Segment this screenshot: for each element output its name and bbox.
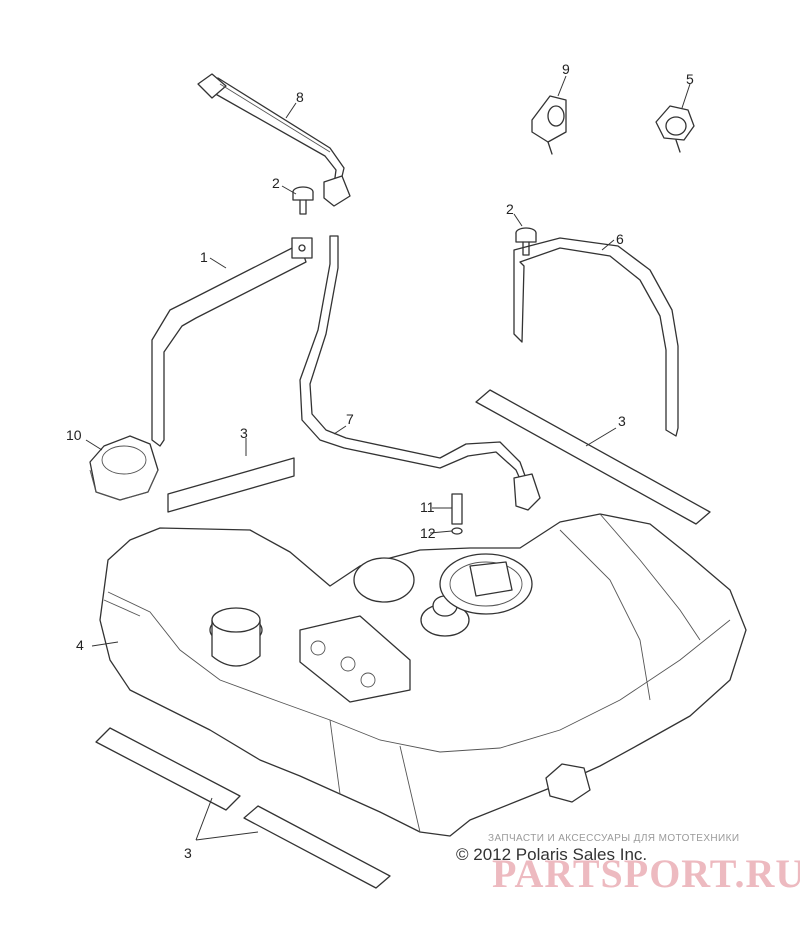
callout-5: 5 bbox=[686, 71, 694, 87]
watermark-logo: PARTSPORT.RU bbox=[492, 851, 800, 896]
callout-12: 12 bbox=[420, 525, 436, 541]
part-3-pad-lower-left bbox=[95, 727, 241, 811]
callout-10: 10 bbox=[66, 427, 82, 443]
part-6-strap bbox=[513, 237, 679, 437]
part-2-bolt-upper bbox=[292, 186, 314, 215]
part-3-pad-upper-left bbox=[167, 457, 295, 513]
callout-2-upper: 2 bbox=[272, 175, 280, 191]
watermark-caption: ЗАПЧАСТИ И АКСЕССУАРЫ ДЛЯ МОТОТЕХНИКИ bbox=[488, 833, 740, 844]
callout-4: 4 bbox=[76, 637, 84, 653]
callout-3-right: 3 bbox=[618, 413, 626, 429]
part-10-fuel-cap bbox=[89, 435, 159, 501]
part-5-clamp bbox=[655, 105, 695, 153]
part-1-strap bbox=[151, 237, 313, 447]
part-2-bolt-right bbox=[515, 227, 537, 256]
callout-8: 8 bbox=[296, 89, 304, 105]
callout-3-upper-left: 3 bbox=[240, 425, 248, 441]
part-12-oring bbox=[451, 527, 463, 535]
part-8-vent-hose bbox=[197, 73, 351, 207]
part-3-pad-right bbox=[475, 389, 711, 525]
part-9-clamp bbox=[531, 95, 567, 155]
callout-9: 9 bbox=[562, 61, 570, 77]
part-3-pad-lower-center bbox=[243, 805, 391, 889]
part-4-fuel-tank bbox=[99, 513, 747, 837]
part-11-tube bbox=[451, 493, 463, 525]
callout-11: 11 bbox=[420, 499, 435, 515]
leader-lines bbox=[85, 75, 691, 841]
callout-7: 7 bbox=[346, 411, 354, 427]
callout-labels: 1 2 2 3 3 3 4 5 6 7 8 9 10 11 12 bbox=[66, 61, 694, 861]
copyright-text: © 2012 Polaris Sales Inc. bbox=[456, 845, 648, 864]
callout-1: 1 bbox=[200, 249, 208, 265]
callout-6: 6 bbox=[616, 231, 624, 247]
callout-2-right: 2 bbox=[506, 201, 514, 217]
callout-3-bottom: 3 bbox=[184, 845, 192, 861]
part-7-fuel-line bbox=[299, 235, 541, 511]
